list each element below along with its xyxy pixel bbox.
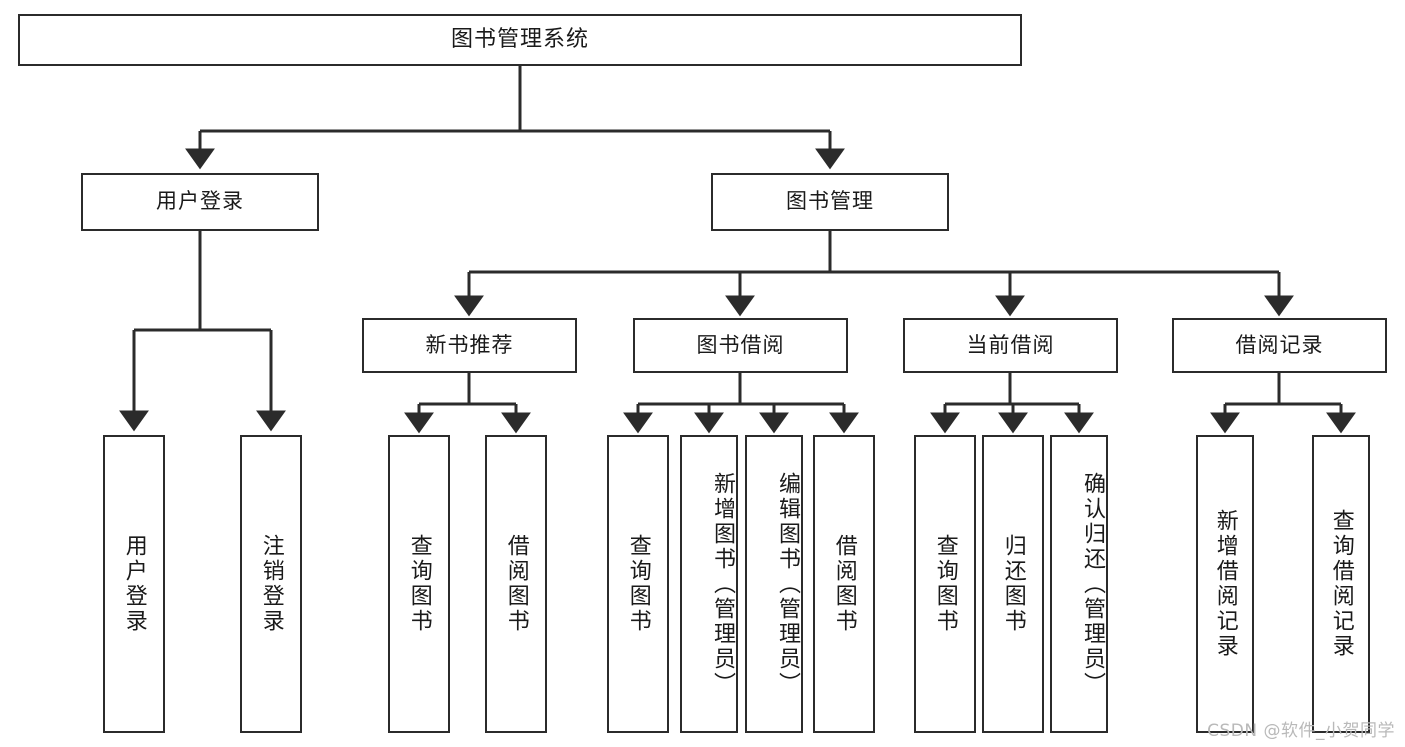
node-current-borrow[interactable]: 当前借阅: [903, 318, 1118, 373]
node-leaf-query-borrow-record-label: 查询借阅记录: [1328, 509, 1354, 659]
node-leaf-query-book-current-label: 查询图书: [932, 534, 958, 634]
node-leaf-query-book-current[interactable]: 查询图书: [914, 435, 976, 733]
node-leaf-borrow-book-recommend[interactable]: 借阅图书: [485, 435, 547, 733]
node-borrow-record[interactable]: 借阅记录: [1172, 318, 1387, 373]
node-leaf-borrow-book-borrow-label: 借阅图书: [831, 534, 857, 634]
node-new-book-recommend-label: 新书推荐: [425, 332, 514, 357]
node-user-login-label: 用户登录: [156, 189, 244, 214]
node-leaf-user-logout[interactable]: 注销登录: [240, 435, 302, 733]
csdn-watermark: CSDN @软件_小贺同学: [1207, 721, 1395, 741]
node-leaf-confirm-return-admin[interactable]: 确认归还（管理员）: [1050, 435, 1108, 733]
node-leaf-return-book[interactable]: 归还图书: [982, 435, 1044, 733]
node-leaf-edit-book-admin-label: 编辑图书（管理员）: [775, 471, 800, 697]
node-leaf-query-book-borrow-label: 查询图书: [625, 534, 651, 634]
node-current-borrow-label: 当前借阅: [966, 332, 1055, 357]
node-leaf-query-book-borrow[interactable]: 查询图书: [607, 435, 669, 733]
node-leaf-query-book-recommend-label: 查询图书: [406, 534, 432, 634]
node-book-management-label: 图书管理: [786, 189, 874, 214]
node-leaf-user-logout-label: 注销登录: [258, 534, 284, 634]
node-leaf-borrow-book-borrow[interactable]: 借阅图书: [813, 435, 875, 733]
node-new-book-recommend[interactable]: 新书推荐: [362, 318, 577, 373]
node-leaf-confirm-return-admin-label: 确认归还（管理员）: [1080, 471, 1105, 697]
node-book-management[interactable]: 图书管理: [711, 173, 949, 231]
node-leaf-add-book-admin-label: 新增图书（管理员）: [710, 471, 735, 697]
node-root-label: 图书管理系统: [450, 26, 589, 52]
node-leaf-edit-book-admin[interactable]: 编辑图书（管理员）: [745, 435, 803, 733]
node-root-book-management-system[interactable]: 图书管理系统: [18, 14, 1022, 66]
node-leaf-query-borrow-record[interactable]: 查询借阅记录: [1312, 435, 1370, 733]
node-leaf-query-book-recommend[interactable]: 查询图书: [388, 435, 450, 733]
node-leaf-user-login[interactable]: 用户登录: [103, 435, 165, 733]
node-book-borrow-label: 图书借阅: [696, 332, 785, 357]
node-leaf-add-borrow-record-label: 新增借阅记录: [1212, 509, 1238, 659]
node-leaf-return-book-label: 归还图书: [1000, 534, 1026, 634]
node-leaf-borrow-book-recommend-label: 借阅图书: [503, 534, 529, 634]
node-borrow-record-label: 借阅记录: [1235, 332, 1324, 357]
node-leaf-add-book-admin[interactable]: 新增图书（管理员）: [680, 435, 738, 733]
node-book-borrow[interactable]: 图书借阅: [633, 318, 848, 373]
node-user-login[interactable]: 用户登录: [81, 173, 319, 231]
node-leaf-add-borrow-record[interactable]: 新增借阅记录: [1196, 435, 1254, 733]
node-leaf-user-login-label: 用户登录: [121, 534, 147, 634]
